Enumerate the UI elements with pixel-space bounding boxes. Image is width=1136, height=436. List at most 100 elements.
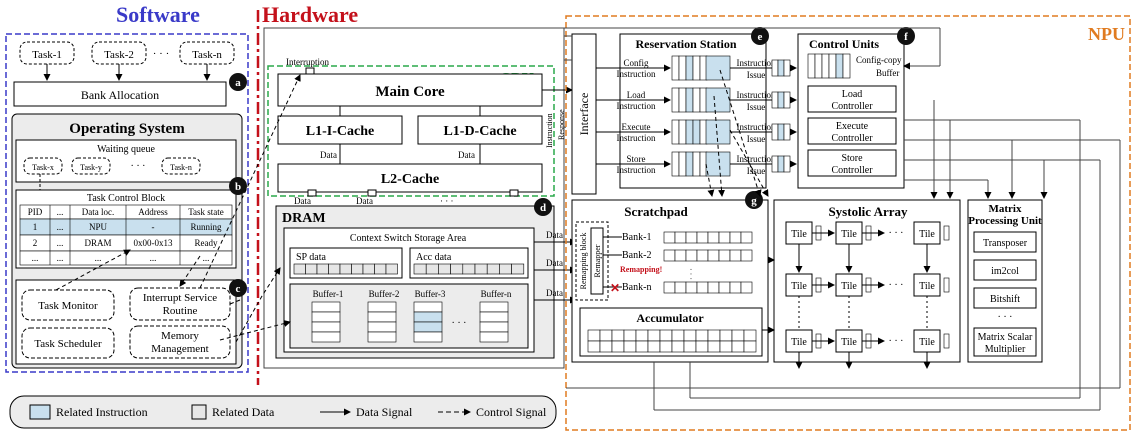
- bank-cell: [729, 281, 742, 294]
- svg-text:NPU: NPU: [89, 222, 108, 232]
- data-cell: [316, 263, 329, 275]
- rs-slot: [705, 151, 731, 177]
- response-vlabel: Response: [557, 109, 566, 140]
- task-item: [91, 41, 147, 65]
- rs-issue-label: Issue: [747, 134, 766, 144]
- mpu-unit-label: Matrix Scalar: [978, 332, 1033, 343]
- controller-label: Controller: [831, 133, 873, 144]
- svg-text:-: -: [152, 222, 155, 232]
- interface-box: [571, 33, 597, 195]
- acc-cell: [731, 340, 745, 353]
- rs-rows: ConfigInstructionInstructionIssueLoadIns…: [596, 55, 797, 177]
- acc-cell: [635, 329, 649, 342]
- data-cell: [462, 263, 476, 275]
- bank-cell: [674, 249, 687, 262]
- data-cell: [374, 263, 387, 275]
- queue-item: [161, 157, 201, 175]
- rs-issue-label: Issue: [747, 70, 766, 80]
- software-region: [5, 33, 249, 373]
- pipeline-slot: [777, 155, 785, 173]
- legend-data-label: Related Data: [212, 405, 275, 419]
- rs-slot: [692, 151, 701, 177]
- controller-label: Execute: [836, 121, 869, 132]
- buffer-cell: [413, 331, 443, 343]
- acc-cell: [587, 340, 601, 353]
- svg-text:Data: Data: [356, 196, 373, 206]
- rs-instruction-label: Instruction: [737, 122, 776, 132]
- buffer-cell: [479, 301, 509, 313]
- acc-cell: [707, 340, 721, 353]
- controller-label: Controller: [831, 101, 873, 112]
- bank-cell: [718, 281, 731, 294]
- bank-cell: [740, 231, 753, 244]
- mpu-unit-label: Transposer: [983, 238, 1028, 249]
- rs-issue-label: Issue: [747, 166, 766, 176]
- acc-cell: [659, 340, 673, 353]
- queue-item: [23, 157, 63, 175]
- rs-slot: [692, 119, 701, 145]
- svg-text:Address: Address: [138, 207, 168, 217]
- pipeline-slot: [783, 59, 791, 77]
- svg-text:...: ...: [57, 253, 64, 263]
- rs-slot: [671, 151, 680, 177]
- tile-register: [943, 277, 950, 293]
- bank-cell: [685, 231, 698, 244]
- rs-slot: [678, 55, 687, 81]
- bank-cell: [685, 281, 698, 294]
- rs-instruction-label: Instruction: [737, 154, 776, 164]
- mpu-unit-label: Bitshift: [990, 294, 1020, 305]
- bank-cell: [685, 249, 698, 262]
- acc-cell: [623, 329, 637, 342]
- task-scheduler-box: [21, 327, 115, 359]
- svg-text:Task-x: Task-x: [32, 163, 54, 172]
- os-title: Operating System: [69, 121, 185, 137]
- controller-box: [807, 149, 897, 177]
- acc-data-cells: [413, 263, 525, 275]
- svg-text:Data: Data: [320, 150, 337, 160]
- data-cell: [339, 263, 352, 275]
- svg-text:Task-n: Task-n: [170, 163, 192, 172]
- bank-cell: [718, 231, 731, 244]
- rs-issue-label: Issue: [747, 102, 766, 112]
- bank-cell: [696, 249, 709, 262]
- bank-cell: [729, 231, 742, 244]
- svg-text:Reservation Station: Reservation Station: [636, 37, 737, 51]
- bank-cell: [696, 281, 709, 294]
- svg-text:Processing Unit: Processing Unit: [968, 215, 1042, 227]
- rs-row-label: Instruction: [617, 133, 656, 143]
- svg-text:Management: Management: [151, 343, 208, 355]
- tile-ellipsis: · · ·: [889, 228, 904, 239]
- svg-text:e: e: [758, 31, 763, 43]
- rs-slot: [685, 55, 694, 81]
- acc-cell: [611, 340, 625, 353]
- svg-text:· · ·: · · ·: [131, 161, 146, 172]
- acc-cell: [599, 329, 613, 342]
- pipeline-slot: [771, 123, 779, 141]
- task-label: Task-n: [192, 49, 222, 61]
- rs-slot: [692, 55, 701, 81]
- svg-text:Data: Data: [546, 230, 563, 240]
- data-cell: [511, 263, 525, 275]
- buffer-cell: [367, 321, 397, 333]
- tile-ellipsis: · · ·: [889, 336, 904, 347]
- svg-text:...: ...: [150, 253, 157, 263]
- l1d-cache-box: [417, 115, 543, 145]
- svg-text:Task-y: Task-y: [80, 163, 102, 172]
- buffer-cell: [311, 311, 341, 323]
- data-cell: [385, 263, 398, 275]
- tile-label: Tile: [841, 229, 857, 240]
- svg-text:g: g: [751, 195, 757, 207]
- svg-text:SP data: SP data: [296, 252, 326, 263]
- legend-instruction-swatch: [29, 404, 51, 420]
- acc-cell: [731, 329, 745, 342]
- svg-text:Main Core: Main Core: [375, 84, 445, 100]
- svg-text:Acc data: Acc data: [416, 252, 452, 263]
- l2-cache-box: [277, 163, 543, 193]
- buffer-cell: [367, 301, 397, 313]
- badge-f: [897, 27, 915, 45]
- data-cell: [499, 263, 512, 275]
- buffer-cell: [311, 321, 341, 333]
- svg-text:PID: PID: [28, 207, 43, 217]
- acc-cell: [611, 329, 625, 342]
